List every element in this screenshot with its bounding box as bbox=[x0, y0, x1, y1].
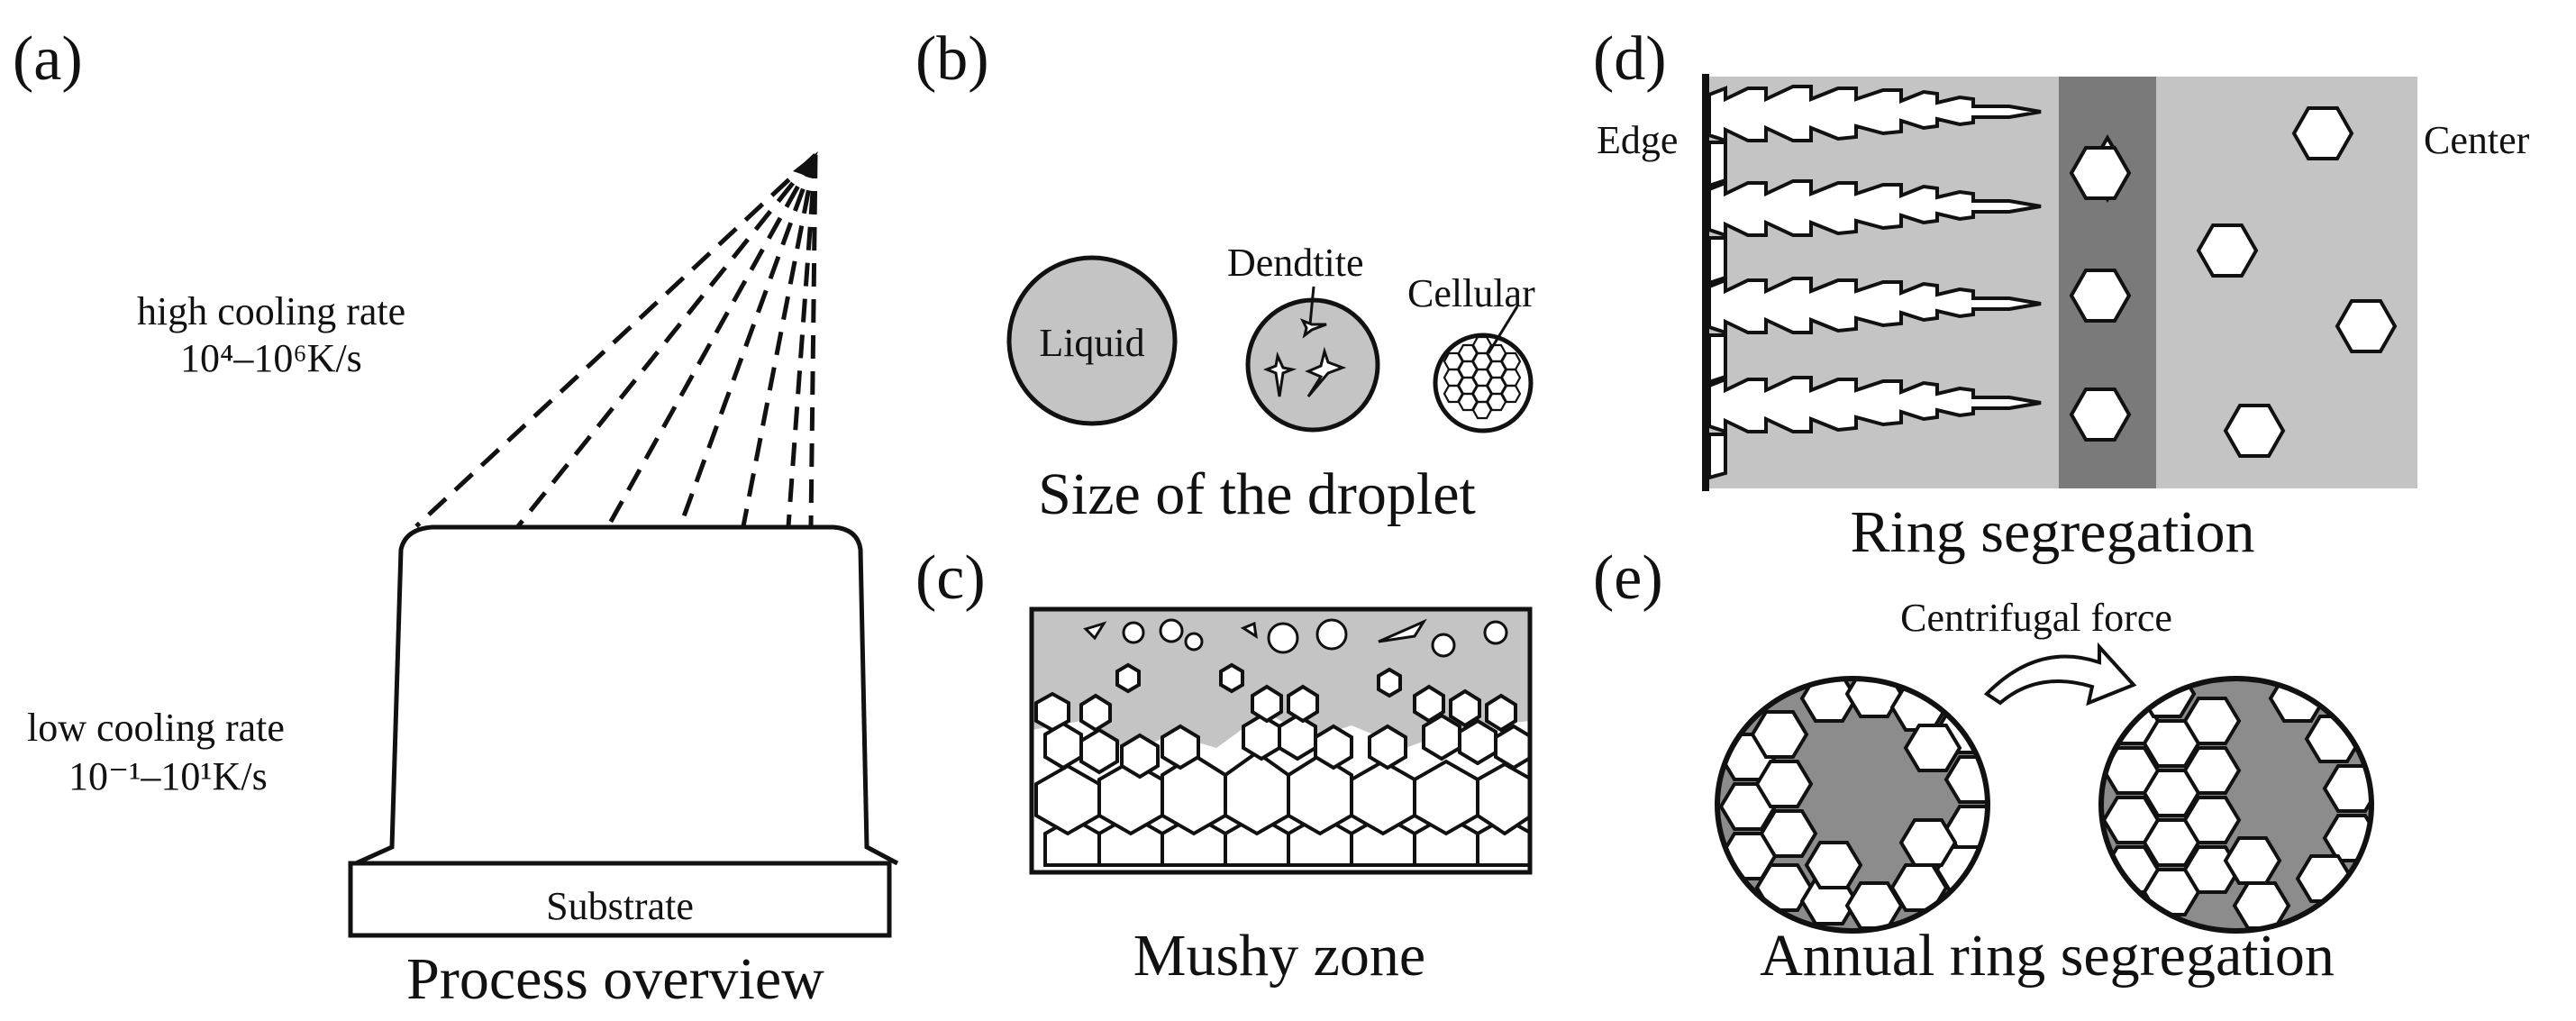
panel-d-caption: Ring segregation bbox=[1850, 499, 2254, 565]
cellular-cells bbox=[1443, 335, 1522, 420]
panel-c-caption: Mushy zone bbox=[1133, 923, 1425, 989]
panel-a: (a) Substrate high cooling rate 10⁴–10⁶K… bbox=[13, 24, 899, 1012]
panel-c-letter: (c) bbox=[915, 543, 986, 613]
panel-b: (b) Liquid Dendtite bbox=[915, 24, 1535, 527]
ring-right bbox=[2098, 676, 2374, 934]
panel-c: (c) bbox=[915, 543, 1533, 989]
equiaxed-grains-hex bbox=[2069, 106, 2398, 458]
panel-e-caption: Annual ring segregation bbox=[1760, 923, 2335, 989]
centrifugal-force-arrow bbox=[1983, 642, 2137, 706]
panel-e-letter: (e) bbox=[1593, 543, 1663, 613]
edge-label: Edge bbox=[1597, 118, 1678, 162]
high-cooling-rate-value: 10⁴–10⁶K/s bbox=[180, 336, 362, 380]
dendrite-droplet bbox=[1245, 297, 1380, 433]
dendrite-leader bbox=[1308, 286, 1315, 325]
panel-b-caption: Size of the droplet bbox=[1038, 461, 1476, 527]
panel-b-letter: (b) bbox=[915, 24, 989, 94]
panel-a-letter: (a) bbox=[13, 24, 83, 94]
liquid-label: Liquid bbox=[1039, 321, 1144, 365]
deposit-body bbox=[354, 524, 899, 866]
panel-e: (e) Centrifugal force bbox=[1593, 543, 2374, 989]
center-zone bbox=[2156, 77, 2417, 488]
panel-a-caption: Process overview bbox=[406, 946, 824, 1012]
cellular-droplet bbox=[1433, 333, 1534, 433]
mushy-zone-grains bbox=[1032, 618, 1530, 872]
centrifugal-force-label: Centrifugal force bbox=[1900, 596, 2172, 640]
low-cooling-rate-label: low cooling rate bbox=[27, 706, 285, 750]
dendrite-label: Dendtite bbox=[1227, 241, 1364, 285]
panel-d-letter: (d) bbox=[1593, 24, 1667, 94]
high-cooling-rate-label: high cooling rate bbox=[137, 289, 405, 333]
substrate-block bbox=[348, 861, 892, 938]
spray-cone bbox=[414, 153, 818, 528]
substrate-label: Substrate bbox=[546, 884, 694, 928]
dendrite-crystals bbox=[1262, 318, 1347, 397]
dendrite-arms bbox=[1707, 85, 2042, 480]
panel-d: (d) Edge Ce bbox=[1593, 24, 2530, 565]
spray-nozzle bbox=[793, 151, 818, 177]
low-cooling-rate-value: 10⁻¹–10¹K/s bbox=[68, 754, 268, 798]
liquid-droplet bbox=[1006, 255, 1178, 426]
cellular-leader bbox=[1487, 305, 1519, 354]
cellular-label: Cellular bbox=[1407, 271, 1535, 315]
ring-left bbox=[1715, 676, 1990, 934]
center-label: Center bbox=[2424, 118, 2530, 162]
